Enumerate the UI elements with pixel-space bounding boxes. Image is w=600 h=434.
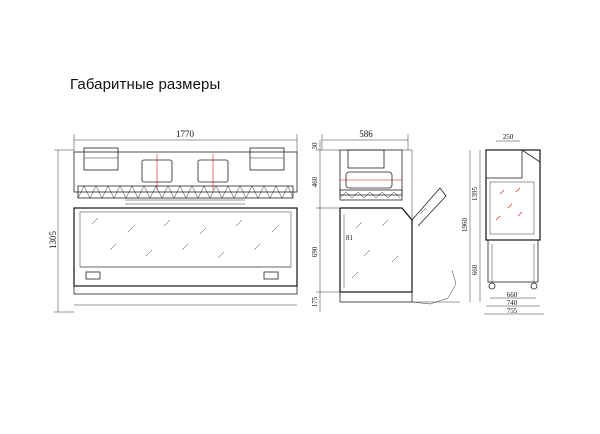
side-pedal — [411, 269, 457, 305]
right-height-label: 1395 — [471, 187, 479, 202]
side-depth-label: 586 — [359, 129, 373, 139]
right-glass — [489, 181, 535, 235]
front-glass-panel — [79, 211, 292, 268]
side-filter — [339, 189, 403, 201]
right-top-slope — [521, 149, 541, 163]
right-depth3-label: 755 — [507, 307, 518, 315]
front-handle-right — [263, 271, 279, 280]
front-filter-zigzag — [77, 185, 294, 199]
front-handle-left — [85, 271, 101, 280]
front-fan-right — [249, 147, 285, 171]
side-inner-label: 81 — [346, 234, 354, 242]
right-depth2-label: 740 — [507, 299, 518, 307]
right-stand-label: 660 — [471, 264, 479, 275]
right-stand — [487, 239, 539, 283]
right-top-unit — [485, 149, 523, 179]
side-upper-label: 460 — [311, 176, 319, 187]
right-wheel-left — [488, 282, 496, 290]
side-sash-mark — [419, 207, 427, 215]
side-cabinet — [339, 207, 413, 293]
right-top-label: 250 — [503, 133, 514, 141]
front-glass-marks — [91, 217, 279, 259]
front-width-label: 1770 — [176, 129, 195, 139]
front-height-label: 1305 — [48, 231, 58, 250]
side-base-label: 175 — [311, 296, 319, 307]
right-red-marks — [495, 187, 523, 221]
right-view: 250 1960 1395 660 660 740 755 — [461, 133, 544, 315]
side-top-label: 30 — [311, 142, 319, 150]
right-cabinet — [485, 149, 541, 241]
right-wheel-right — [530, 282, 538, 290]
front-filter — [77, 185, 294, 199]
right-total-label: 1960 — [461, 218, 469, 233]
side-sash-open — [411, 187, 447, 227]
right-depth1-label: 660 — [507, 291, 518, 299]
side-view: 586 30 460 690 175 81 — [311, 129, 460, 312]
side-fan — [347, 149, 385, 169]
front-fan-left — [83, 147, 119, 171]
side-glass-marks — [351, 219, 399, 279]
side-base — [339, 291, 413, 303]
front-cabinet — [73, 207, 298, 287]
front-view: 1770 1305 — [48, 129, 298, 313]
side-filter-zigzag — [339, 191, 401, 199]
front-top-unit — [73, 151, 298, 193]
front-base — [73, 285, 298, 295]
page-title: Габаритные размеры — [70, 76, 221, 93]
side-lower-label: 690 — [311, 246, 319, 257]
